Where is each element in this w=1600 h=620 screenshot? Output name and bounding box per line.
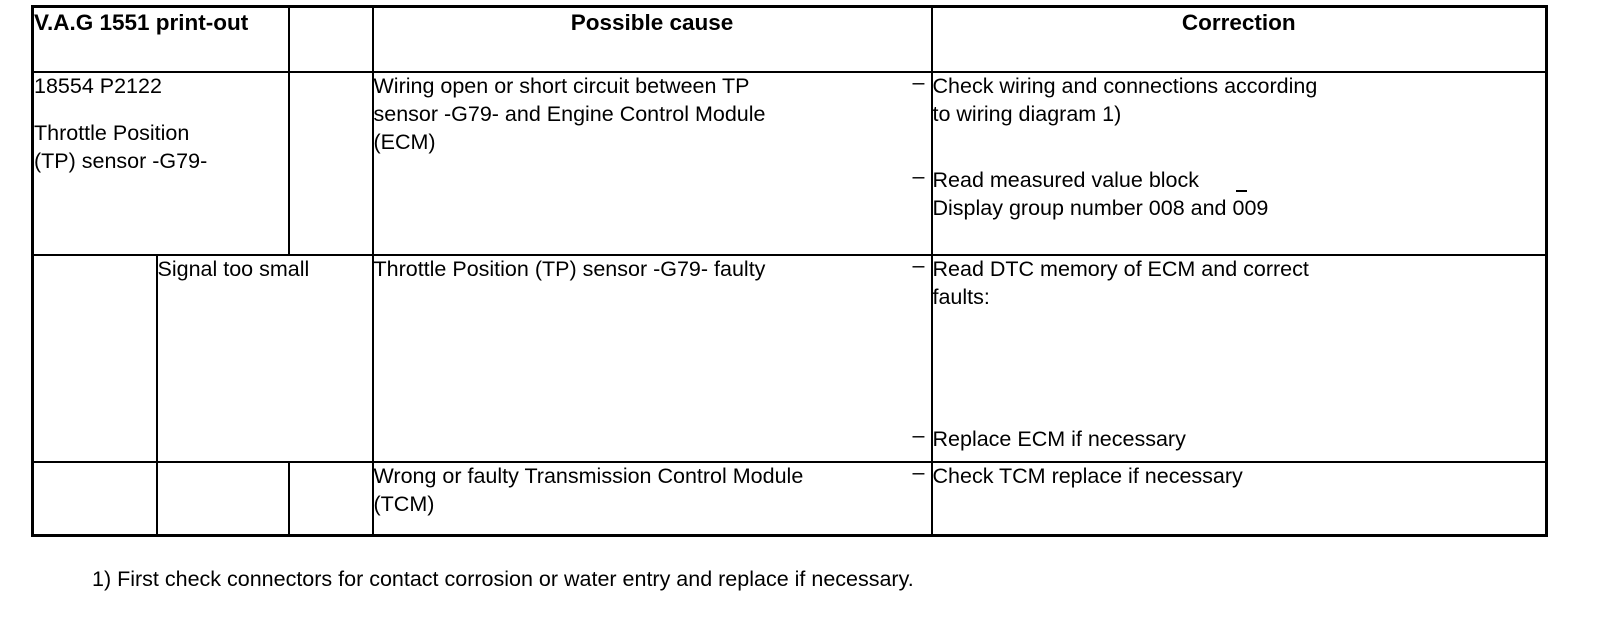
header-label-printout: V.A.G 1551 print-out [34, 10, 249, 35]
correction-item: – Check wiring and connections according… [913, 70, 1546, 129]
correction-line: Replace ECM if necessary [932, 426, 1186, 451]
cell-correction-3: – Check TCM replace if necessary [913, 460, 1548, 537]
correction-item: – Check TCM replace if necessary [913, 460, 1546, 491]
cause-line: (ECM) [373, 129, 436, 154]
correction-line: Check wiring and connections according [932, 74, 1318, 98]
dtc-code: 18554 P2122 [34, 74, 162, 98]
header-label-possible-cause: Possible cause [570, 10, 734, 35]
dash-marker-icon: – [912, 253, 925, 277]
dash-marker-icon: – [912, 422, 925, 447]
cell-possible-cause-1: Wiring open or short circuit between TP … [371, 71, 933, 256]
display-group-prefix: Display group number 008 and [932, 195, 1233, 220]
header-label-correction: Correction [1181, 10, 1296, 35]
correction-gap [933, 133, 1546, 167]
correction-line: Check TCM replace if necessary [932, 464, 1243, 488]
cell-possible-cause-2: Throttle Position (TP) sensor -G79- faul… [371, 254, 933, 463]
correction-item: – Read DTC memory of ECM and correct fau… [913, 253, 1546, 312]
table-footnote: 1) First check connectors for contact co… [92, 567, 914, 591]
cell-correction-1: – Check wiring and connections according… [913, 70, 1548, 256]
correction-gap [933, 316, 1546, 426]
cell-printout-1: 18554 P2122 Throttle Position (TP) senso… [31, 71, 290, 256]
cell-printout-2 [31, 254, 158, 463]
signal-note-2: Signal too small [157, 257, 310, 281]
cell-spacer-3 [287, 461, 374, 537]
dash-marker-icon: – [912, 460, 925, 484]
dash-marker-icon: – [912, 163, 925, 188]
correction-line: Display group number 008 and 009 [932, 189, 1546, 223]
header-cell-printout: V.A.G 1551 print-out [31, 5, 290, 73]
header-cell-spacer [287, 5, 374, 73]
cause-line: Throttle Position (TP) sensor -G79- faul… [373, 257, 766, 281]
dtc-table: V.A.G 1551 print-out Possible cause Corr… [31, 5, 1548, 537]
cell-printout-3 [31, 461, 158, 537]
header-cell-correction: Correction [930, 5, 1548, 73]
dtc-description-line1: Throttle Position [34, 120, 190, 145]
correction-item: – Read measured value block Display grou… [913, 164, 1546, 223]
correction-line: Read measured value block [932, 167, 1200, 192]
table-row: 18554 P2122 Throttle Position (TP) senso… [31, 70, 1548, 256]
table-header-row: V.A.G 1551 print-out Possible cause Corr… [31, 5, 1548, 73]
cause-line: Wiring open or short circuit between TP [373, 74, 750, 98]
printout-gap [34, 101, 288, 120]
correction-item: – Replace ECM if necessary [913, 423, 1546, 454]
cause-line: sensor -G79- and Engine Control Module [373, 101, 766, 126]
table-row: Wrong or faulty Transmission Control Mod… [31, 460, 1548, 537]
cause-line: (TCM) [373, 491, 435, 516]
dtc-description-line2: (TP) sensor -G79- [34, 148, 208, 173]
cell-possible-cause-3: Wrong or faulty Transmission Control Mod… [371, 461, 933, 537]
cause-line: Wrong or faulty Transmission Control Mod… [373, 464, 804, 488]
cell-signal-note-2: Signal too small [155, 254, 374, 463]
table-row: Signal too small Throttle Position (TP) … [31, 253, 1548, 463]
display-group-suffix: 009 [1233, 189, 1268, 223]
cell-correction-2: – Read DTC memory of ECM and correct fau… [913, 253, 1548, 463]
correction-line: to wiring diagram 1) [932, 101, 1122, 126]
correction-line: Read DTC memory of ECM and correct [932, 257, 1309, 281]
cell-signal-note-1 [287, 71, 374, 256]
correction-line: faults: [932, 284, 990, 309]
header-cell-possible-cause: Possible cause [371, 5, 933, 73]
dash-marker-icon: – [912, 70, 925, 94]
cell-signal-note-3 [155, 461, 290, 537]
